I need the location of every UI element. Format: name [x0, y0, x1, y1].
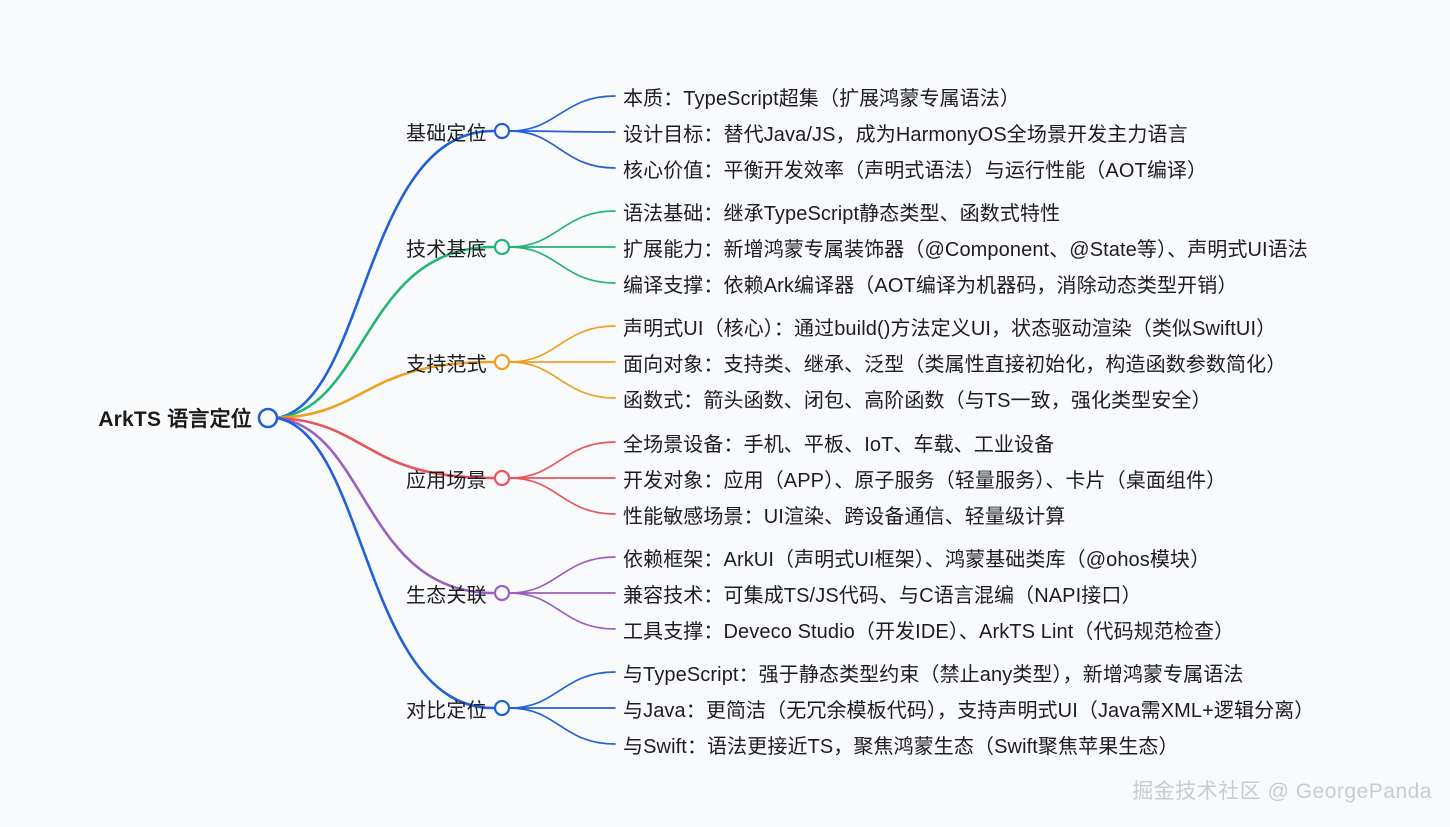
branch-node-circle[interactable] — [493, 238, 511, 256]
leaf-label-6-1[interactable]: 与TypeScript：强于静态类型约束（禁止any类型），新增鸿蒙专属语法 — [623, 664, 1244, 686]
leaf-branch-curve — [509, 477, 616, 515]
leaf-branch-curve — [509, 361, 616, 399]
root-label[interactable]: ArkTS 语言定位 — [98, 408, 252, 431]
leaf-label-1-3[interactable]: 核心价值：平衡开发效率（声明式语法）与运行性能（AOT编译） — [623, 160, 1208, 182]
watermark: 掘金技术社区 @ GeorgePanda — [1132, 780, 1432, 803]
branch-label-1[interactable]: 基础定位 — [406, 123, 487, 145]
leaf-label-3-3[interactable]: 函数式：箭头函数、闭包、高阶函数（与TS一致，强化类型安全） — [623, 390, 1212, 412]
leaf-label-4-3[interactable]: 性能敏感场景：UI渲染、跨设备通信、轻量级计算 — [623, 506, 1066, 528]
branch-label-4[interactable]: 应用场景 — [406, 470, 487, 492]
leaf-label-4-2[interactable]: 开发对象：应用（APP）、原子服务（轻量服务）、卡片（桌面组件） — [623, 470, 1227, 492]
leaf-branch-curve — [509, 325, 616, 363]
leaf-branch-curve — [509, 556, 616, 594]
leaf-label-5-3[interactable]: 工具支撑：Deveco Studio（开发IDE）、ArkTS Lint（代码规… — [623, 621, 1235, 643]
leaf-label-1-1[interactable]: 本质：TypeScript超集（扩展鸿蒙专属语法） — [623, 88, 1020, 110]
branch-node-circle[interactable] — [493, 699, 511, 717]
root-node-circle[interactable] — [257, 407, 279, 429]
main-branch-paths — [275, 129, 495, 710]
leaf-label-2-1[interactable]: 语法基础：继承TypeScript静态类型、函数式特性 — [623, 203, 1061, 225]
leaf-label-5-1[interactable]: 依赖框架：ArkUI（声明式UI框架）、鸿蒙基础类库（@ohos模块） — [623, 549, 1211, 571]
leaf-branch-curve — [509, 246, 616, 284]
leaf-label-4-1[interactable]: 全场景设备：手机、平板、IoT、车载、工业设备 — [623, 434, 1055, 456]
leaf-label-1-2[interactable]: 设计目标：替代Java/JS，成为HarmonyOS全场景开发主力语言 — [623, 124, 1188, 146]
leaf-label-6-2[interactable]: 与Java：更简洁（无冗余模板代码），支持声明式UI（Java需XML+逻辑分离… — [623, 700, 1315, 722]
branch-label-3[interactable]: 支持范式 — [406, 354, 487, 376]
branch-node-circle[interactable] — [493, 584, 511, 602]
branch-node-circle[interactable] — [493, 122, 511, 140]
leaf-branch-curve — [509, 130, 616, 169]
main-branch-curve — [275, 416, 495, 595]
leaf-branch-curve — [509, 95, 616, 132]
leaf-label-5-2[interactable]: 兼容技术：可集成TS/JS代码、与C语言混编（NAPI接口） — [623, 585, 1142, 607]
branch-node-circles — [493, 122, 511, 717]
main-branch-curve — [275, 416, 495, 710]
leaf-branch-curve — [509, 592, 616, 630]
root-node-circle — [257, 407, 279, 429]
branch-node-circle[interactable] — [493, 353, 511, 371]
branch-node-circle[interactable] — [493, 469, 511, 487]
main-branch-curve — [275, 360, 495, 420]
main-branch-curve — [275, 245, 495, 420]
leaf-label-6-3[interactable]: 与Swift：语法更接近TS，聚焦鸿蒙生态（Swift聚焦苹果生态） — [623, 736, 1179, 758]
leaf-branch-curve — [509, 130, 616, 133]
leaf-branch-curve — [509, 210, 616, 248]
leaf-branch-curve — [509, 441, 616, 479]
branch-label-6[interactable]: 对比定位 — [406, 700, 487, 722]
leaf-branch-paths — [509, 95, 616, 745]
leaf-label-2-3[interactable]: 编译支撑：依赖Ark编译器（AOT编译为机器码，消除动态类型开销） — [623, 275, 1238, 297]
leaf-label-3-1[interactable]: 声明式UI（核心）：通过build()方法定义UI，状态驱动渲染（类似Swift… — [623, 318, 1277, 340]
leaf-label-2-2[interactable]: 扩展能力：新增鸿蒙专属装饰器（@Component、@State等）、声明式UI… — [623, 239, 1308, 261]
leaf-branch-curve — [509, 671, 616, 709]
branch-label-5[interactable]: 生态关联 — [406, 585, 487, 607]
leaf-branch-curve — [509, 707, 616, 745]
leaf-label-3-2[interactable]: 面向对象：支持类、继承、泛型（类属性直接初始化，构造函数参数简化） — [623, 354, 1287, 376]
main-branch-curve — [275, 416, 495, 480]
main-branch-curve — [275, 129, 495, 420]
branch-label-2[interactable]: 技术基底 — [406, 239, 487, 261]
